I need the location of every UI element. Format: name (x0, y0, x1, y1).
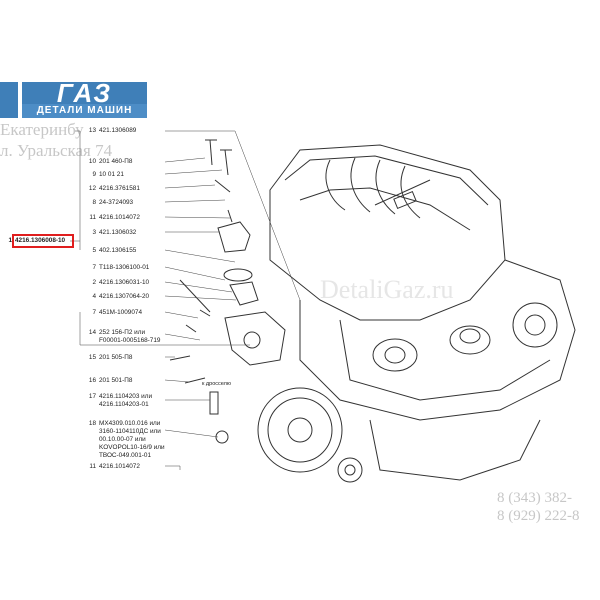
logo-emblem (0, 82, 18, 118)
address-city: Екатеринбу (0, 120, 84, 139)
logo-brand: ГАЗ (22, 80, 147, 106)
phone-1: 8 (343) 382- (497, 490, 572, 506)
highlight-callout (12, 234, 74, 248)
watermark-text: DetaliGaz.ru (320, 275, 454, 304)
address-street: л. Уральская 74 (0, 141, 113, 160)
throttle-note: к дросселю (202, 381, 231, 387)
phone-2: 8 (929) 222-8 (497, 508, 580, 524)
logo-tagline: ДЕТАЛИ МАШИН (22, 104, 147, 118)
